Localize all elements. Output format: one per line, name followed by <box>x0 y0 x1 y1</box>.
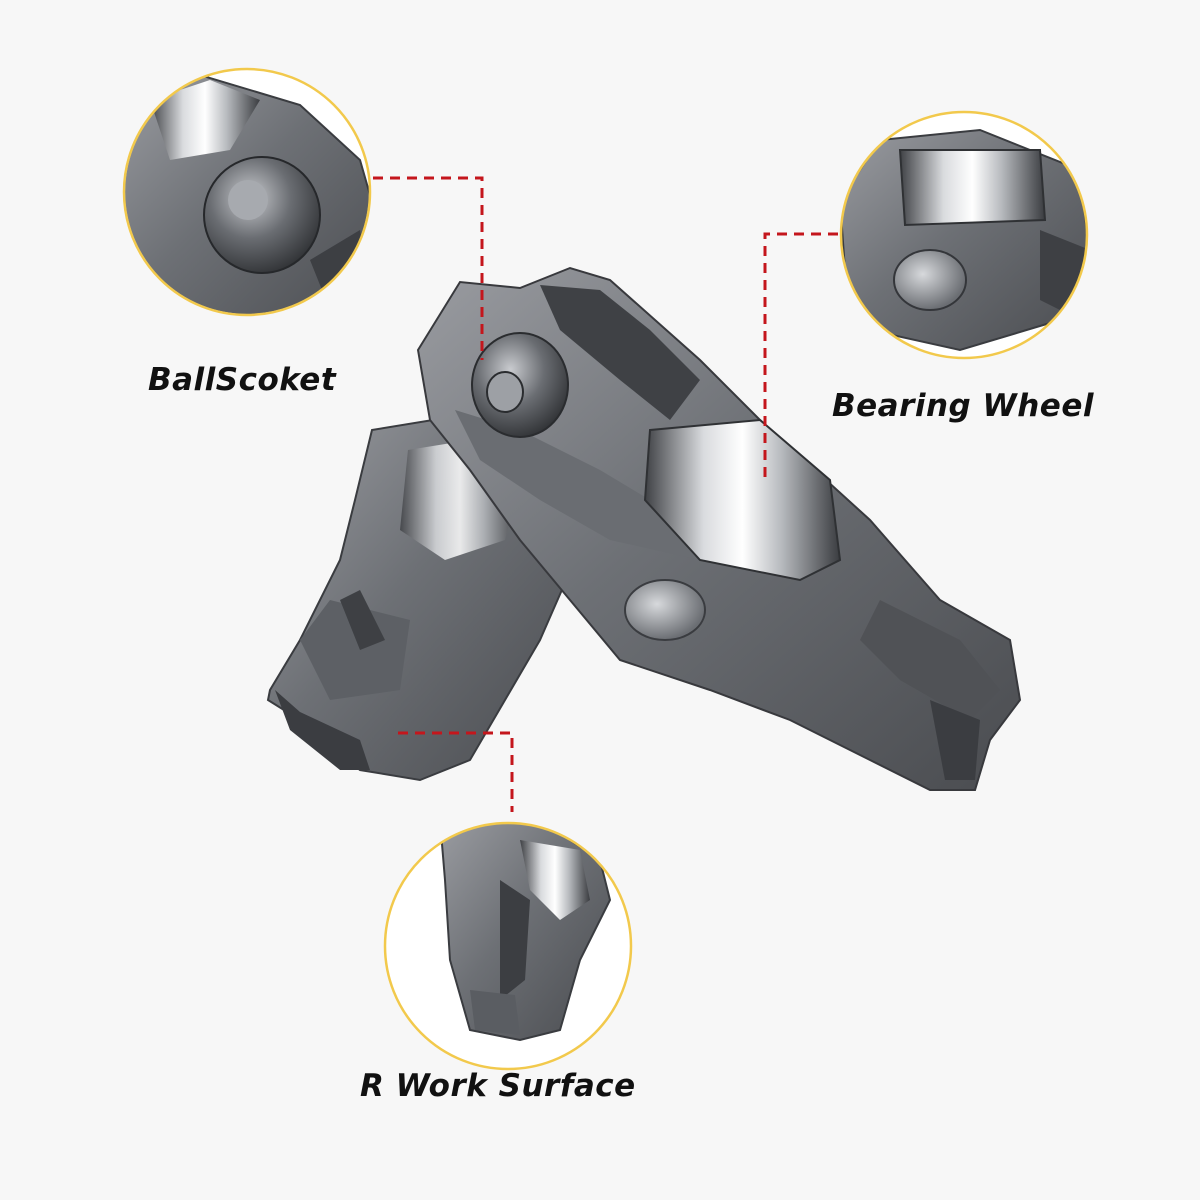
zoom-ring-bearing <box>839 110 1089 360</box>
callout-bearing-wheel <box>839 110 1089 360</box>
zoom-ring-work <box>383 821 633 1071</box>
leader-line-ball <box>373 176 484 360</box>
label-ball-socket: BallScoket <box>148 362 337 398</box>
zoom-ring-ball <box>122 67 372 317</box>
label-work-surface: R Work Surface <box>360 1068 636 1104</box>
label-bearing-wheel: Bearing Wheel <box>832 388 1094 424</box>
callout-ball-socket <box>122 67 372 317</box>
leader-line-work <box>398 731 514 812</box>
callout-work-surface <box>383 821 633 1071</box>
leader-line-bearing <box>763 232 838 478</box>
front-rocker-arm <box>416 266 1022 791</box>
